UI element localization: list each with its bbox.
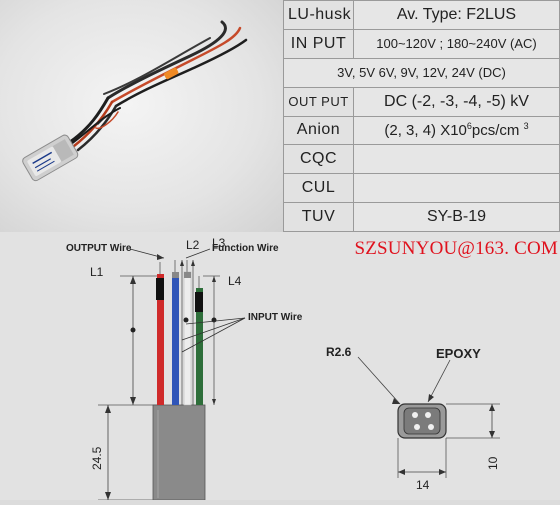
spec-row-output: OUT PUT DC (-2, -3, -4, -5) kV bbox=[283, 86, 560, 117]
l3-label: L3 bbox=[212, 236, 226, 250]
function-wire-label: Function Wire bbox=[212, 243, 279, 254]
spec-value-cqc bbox=[353, 144, 560, 175]
spec-label-header: LU-husk bbox=[283, 0, 354, 30]
spec-row-tuv: TUV SY-B-19 bbox=[283, 202, 560, 232]
wiring-diagram bbox=[0, 232, 560, 501]
height-dim: 10 bbox=[486, 456, 500, 470]
spec-row-input: IN PUT 100~120V ; 180~240V (AC) bbox=[283, 28, 560, 59]
l1-label: L1 bbox=[90, 265, 104, 279]
input-wire-label: INPUT Wire bbox=[248, 312, 303, 323]
spec-label-output: OUT PUT bbox=[283, 86, 354, 117]
anion-unit: pcs/cm bbox=[471, 122, 520, 140]
spec-label-cul: CUL bbox=[283, 173, 354, 204]
spec-label-tuv: TUV bbox=[283, 202, 354, 232]
contact-email: SZSUNYOU@163. COM bbox=[354, 238, 558, 259]
spec-value-header: Av. Type: F2LUS bbox=[353, 0, 560, 30]
spec-value-cul bbox=[353, 173, 560, 204]
anion-prefix: (2, 3, 4) X10 bbox=[384, 122, 467, 140]
spec-row-header: LU-husk Av. Type: F2LUS bbox=[283, 0, 560, 30]
spec-value-anion: (2, 3, 4) X106pcs/cm 3 bbox=[353, 115, 560, 146]
product-photo bbox=[0, 0, 283, 232]
spec-label-cqc: CQC bbox=[283, 144, 354, 175]
body-length-dim: 24.5 bbox=[90, 446, 104, 470]
spec-label-anion: Anion bbox=[283, 115, 354, 146]
radius-label: R2.6 bbox=[326, 345, 352, 359]
epoxy-label: EPOXY bbox=[436, 346, 481, 361]
l2-label: L2 bbox=[186, 238, 200, 252]
anion-exponent: 6 bbox=[466, 121, 472, 132]
l4-label: L4 bbox=[228, 274, 242, 288]
spec-value-tuv: SY-B-19 bbox=[353, 202, 560, 232]
spec-value-output: DC (-2, -3, -4, -5) kV bbox=[353, 86, 560, 117]
wiring-diagram-svg bbox=[98, 248, 500, 501]
product-photo-svg bbox=[22, 20, 248, 182]
spec-row-anion: Anion (2, 3, 4) X106pcs/cm 3 bbox=[283, 115, 560, 146]
spec-row-cul: CUL bbox=[283, 173, 560, 204]
spec-table: LU-husk Av. Type: F2LUS IN PUT 100~120V … bbox=[283, 0, 560, 232]
spec-value-input-dc: 3V, 5V 6V, 9V, 12V, 24V (DC) bbox=[283, 57, 560, 88]
spec-row-input-dc: 3V, 5V 6V, 9V, 12V, 24V (DC) bbox=[283, 57, 560, 88]
output-wire-label: OUTPUT Wire bbox=[66, 243, 132, 254]
spec-row-cqc: CQC bbox=[283, 144, 560, 175]
width-dim: 14 bbox=[416, 478, 430, 492]
anion-unit-exponent: 3 bbox=[523, 121, 529, 132]
spec-label-input: IN PUT bbox=[283, 28, 354, 59]
spec-value-input-ac: 100~120V ; 180~240V (AC) bbox=[353, 28, 560, 59]
